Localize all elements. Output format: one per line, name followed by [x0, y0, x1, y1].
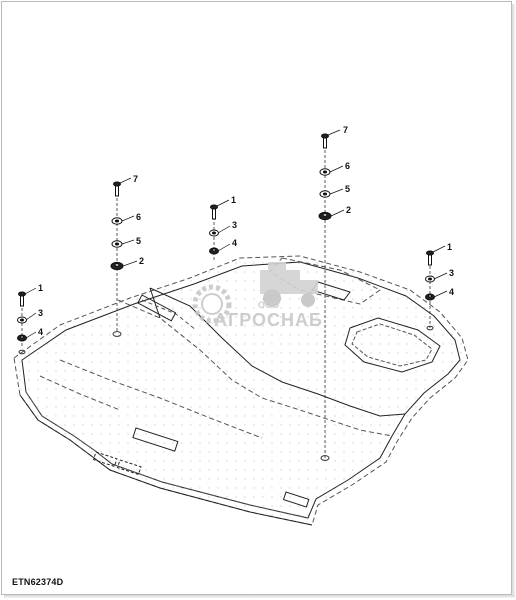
- watermark-company: АГРОСНАБ: [214, 310, 323, 330]
- callout-label: 3: [449, 268, 454, 278]
- callout-label: 1: [447, 242, 452, 252]
- callout-label: 4: [38, 327, 43, 337]
- bolt-icon: [426, 250, 434, 266]
- bolt-icon: [113, 181, 121, 197]
- gear-icon: [192, 284, 232, 324]
- cover-plate: [13, 255, 469, 526]
- bolt-icon: [321, 133, 329, 149]
- callout-label: 4: [232, 238, 237, 248]
- spacer-icon: [110, 261, 124, 271]
- washer-icon: [319, 190, 331, 198]
- nut-icon: [17, 334, 27, 342]
- washer-icon: [111, 240, 123, 248]
- callout-label: 1: [38, 283, 43, 293]
- washer-icon: [209, 229, 219, 237]
- figure-id: ETN62374D: [12, 577, 64, 587]
- callout-label: 7: [343, 125, 348, 135]
- nut-icon: [209, 247, 219, 255]
- callout-label: 1: [231, 195, 236, 205]
- fastener-stack-right-center: 7 6 5 2: [318, 125, 351, 461]
- callout-label: 5: [345, 184, 350, 194]
- frame-shadow: [512, 4, 515, 598]
- callout-label: 3: [232, 220, 237, 230]
- watermark-prefix: ООО: [258, 300, 279, 310]
- fastener-stack-left-center: 7 6 5 2: [110, 174, 144, 337]
- frame-shadow: [4, 595, 515, 598]
- callout-label: 7: [133, 174, 138, 184]
- callout-label: 4: [449, 287, 454, 297]
- callout-label: 6: [345, 161, 350, 171]
- callout-label: 6: [136, 212, 141, 222]
- fastener-stack-right: 1 3 4: [425, 242, 454, 331]
- callout-label: 2: [346, 205, 351, 215]
- washer-icon: [319, 168, 331, 176]
- washer-icon: [111, 217, 123, 225]
- tractor-icon: [260, 262, 318, 307]
- callout-label: 3: [38, 308, 43, 318]
- callout-label: 2: [139, 256, 144, 266]
- fastener-stack-left: 1 3 4: [17, 283, 43, 355]
- lower-slot: [39, 359, 310, 508]
- fastener-stack-center: 1 3 4: [209, 195, 237, 255]
- bolt-icon: [18, 291, 26, 307]
- nut-icon: [425, 293, 435, 301]
- spacer-icon: [318, 211, 332, 221]
- washer-icon: [425, 275, 435, 283]
- washer-icon: [17, 316, 27, 324]
- right-raised-pad: [344, 317, 441, 373]
- bolt-icon: [210, 204, 218, 220]
- callout-label: 5: [136, 236, 141, 246]
- watermark: ООО АГРОСНАБ: [192, 262, 323, 330]
